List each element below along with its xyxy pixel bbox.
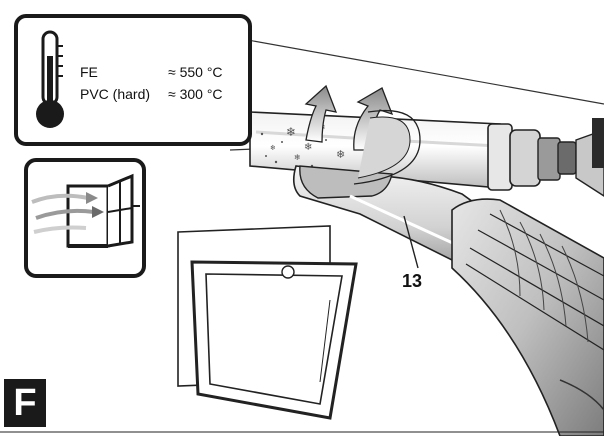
svg-text:❄: ❄ (336, 148, 345, 161)
window-frame (177, 225, 358, 420)
callout-leader-line (403, 215, 419, 269)
ventilation-info-box (24, 158, 146, 278)
callout-label-13: 13 (402, 271, 423, 291)
temperature-value: ≈ 550 °C (168, 64, 223, 80)
thermometer-icon (36, 30, 64, 128)
figure-letter-badge: F (4, 379, 46, 427)
hot-air-arrows (304, 84, 421, 185)
heat-gun (451, 198, 604, 436)
temperature-info-box: FE ≈ 550 °C PVC (hard) ≈ 300 °C (14, 14, 252, 146)
material-label: PVC (hard) (80, 86, 151, 102)
svg-text:❄: ❄ (294, 153, 301, 162)
svg-text:❄: ❄ (304, 142, 312, 153)
svg-text:❄: ❄ (270, 144, 276, 152)
temperature-value: ≈ 300 °C (168, 86, 223, 102)
open-window-ventilation-icon (31, 173, 140, 248)
svg-text:❄: ❄ (286, 125, 296, 139)
material-label: FE (80, 64, 98, 80)
